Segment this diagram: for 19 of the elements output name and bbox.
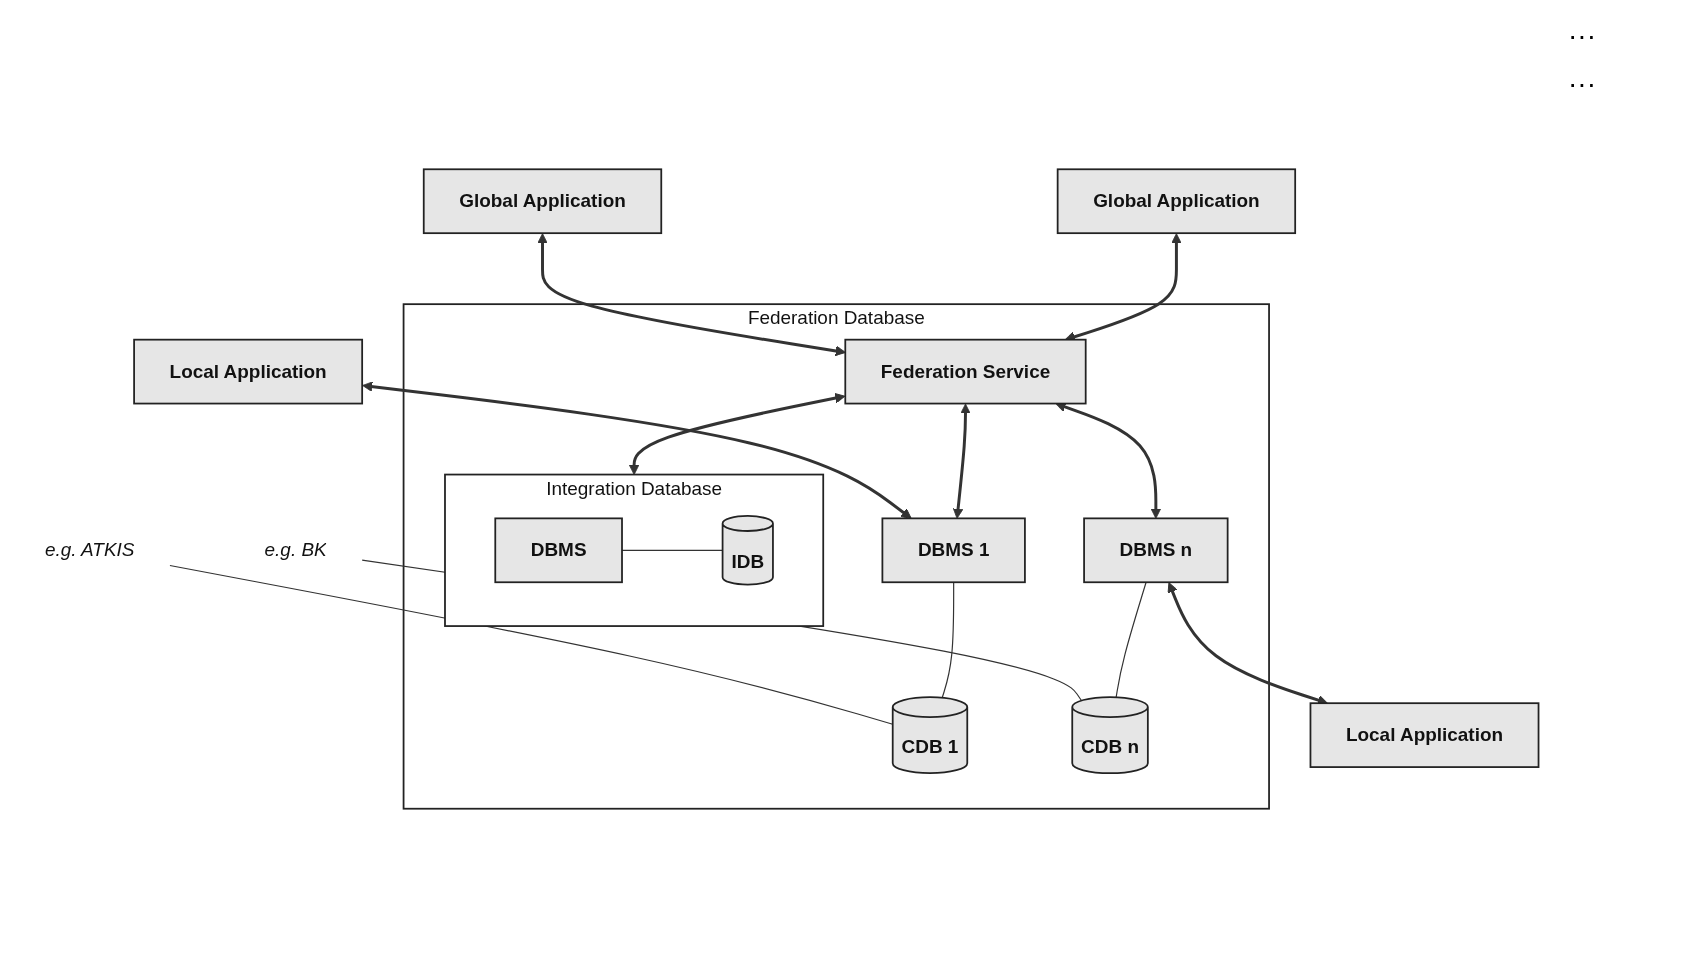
ellipsis-text: ··· [1568,20,1597,52]
node-box: DBMS [494,517,623,584]
arrow [537,233,846,357]
arrow [628,392,846,476]
node-text: e.g. ATKIS [44,539,135,560]
connector [941,581,955,699]
node-text: e.g. BK [264,539,327,560]
node-box: Local Application [133,338,364,405]
arrow [952,403,971,519]
ellipsis-text: ··· [1568,68,1597,100]
node-box: Global Application [1056,168,1297,235]
node-box: Local Application [1309,702,1540,768]
node-box: DBMS 1 [881,517,1026,584]
arrow [362,381,912,519]
node-box: Global Application [422,168,663,235]
connector [169,564,894,725]
node-box: Federation Service [844,338,1087,405]
node-box: DBMS n [1083,517,1229,584]
connector [1115,581,1147,698]
